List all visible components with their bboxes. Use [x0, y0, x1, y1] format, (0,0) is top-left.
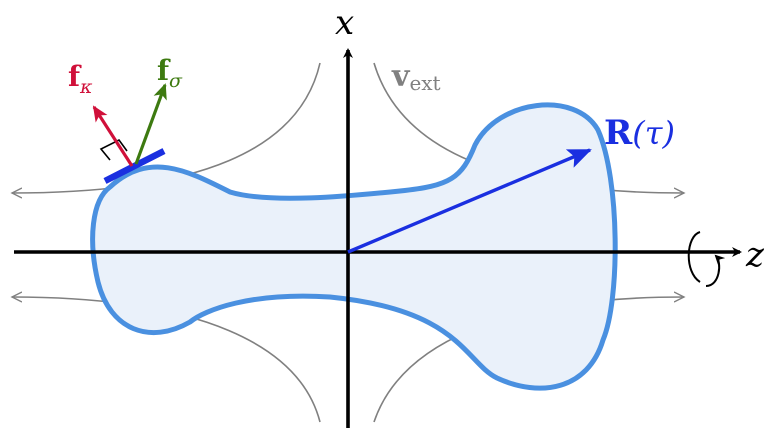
f-sigma-sub: σ — [169, 70, 183, 92]
body-shape — [90, 102, 618, 391]
f-sigma-label: fσ — [157, 54, 183, 92]
flow-line-top-left — [12, 62, 321, 193]
axes — [14, 48, 742, 428]
f-sigma-main: f — [157, 54, 171, 87]
f-sigma-arrow — [134, 83, 167, 165]
f-kappa-main: f — [68, 60, 82, 93]
f-kappa-sub: κ — [79, 76, 93, 98]
v-ext-main: v — [391, 59, 411, 94]
f-kappa-label: fκ — [68, 60, 93, 98]
right-angle-mark — [99, 138, 128, 161]
flow-line-bottom-left — [12, 297, 321, 423]
R-tau-label: R(τ) — [604, 113, 675, 153]
x-axis-label: x — [335, 3, 354, 43]
z-axis-label: z — [745, 235, 765, 275]
R-arg: (τ) — [632, 114, 675, 152]
tangent-bar — [103, 148, 166, 184]
v-ext-sub: ext — [409, 71, 440, 95]
f-kappa-arrow — [92, 105, 134, 167]
R-main: R — [604, 113, 633, 153]
v-ext-label: vext — [391, 59, 441, 95]
R-vector-arrow — [347, 148, 592, 254]
rotation-icon — [687, 231, 726, 287]
